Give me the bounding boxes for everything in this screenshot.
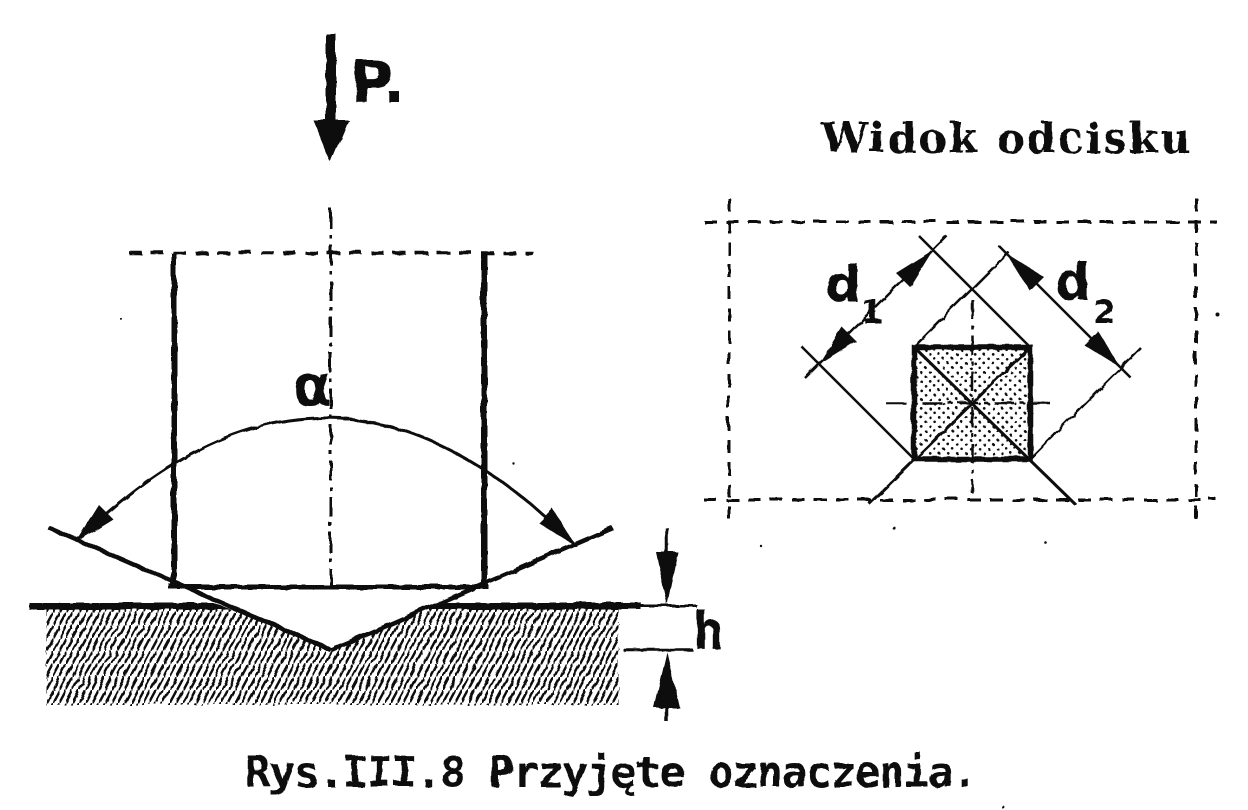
imprint-view: Widok odcisku (703, 113, 1216, 526)
d2-label: d 2 (1054, 252, 1114, 330)
square-centerlines (885, 298, 1055, 492)
indenter-side-view: P. (28, 33, 723, 721)
h-dimension (622, 527, 696, 721)
indenter-body (170, 252, 486, 586)
square-diagonals (866, 344, 1076, 505)
d1-label: d 1 (824, 254, 882, 330)
d1-arrow-upper-icon (895, 249, 932, 286)
d2-dimension (997, 244, 1131, 378)
figure-caption: Rys.III.8 Przyjęte oznaczenia. (244, 747, 976, 797)
imprint-view-title: Widok odcisku (819, 113, 1192, 162)
svg-text:d: d (824, 254, 860, 312)
pyramid-tip (47, 524, 613, 652)
h-arrow-up-icon (653, 651, 679, 707)
force-arrow-icon (312, 33, 348, 162)
force-label: P. (350, 47, 404, 115)
angle-arrow-right-icon (538, 508, 575, 545)
angle-arrow-left-icon (75, 504, 112, 541)
scan-speckles (118, 311, 1218, 808)
d1-arrow-lower-icon (818, 326, 855, 363)
d2-arrow-upper-icon (1006, 253, 1043, 290)
h-arrow-down-icon (655, 551, 677, 604)
svg-text:1: 1 (860, 292, 882, 330)
d2-arrow-lower-icon (1083, 330, 1120, 367)
frame-dashed-rect (703, 197, 1216, 526)
svg-text:d: d (1054, 252, 1090, 310)
svg-text:2: 2 (1092, 292, 1114, 330)
depth-label: h (692, 601, 723, 661)
indentation-cavity (176, 588, 480, 646)
d1-dimension (803, 234, 947, 378)
angle-arc (73, 415, 577, 547)
figure-content: P. (28, 33, 1218, 808)
angle-label: α (292, 353, 330, 418)
